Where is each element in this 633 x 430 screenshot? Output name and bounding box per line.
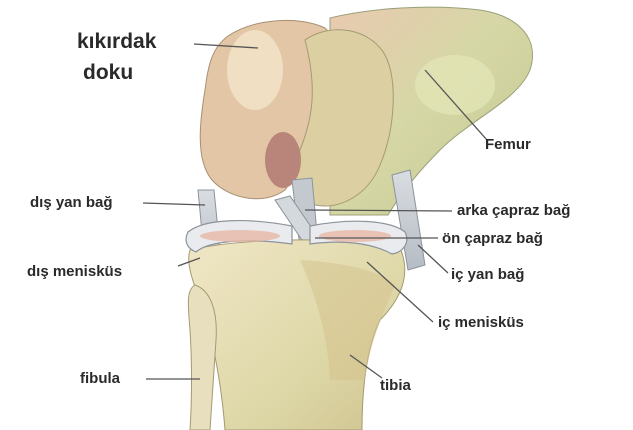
label-anterior-cruciate-ligament: ön çapraz bağ: [442, 230, 543, 248]
label-femur: Femur: [485, 136, 531, 154]
tibial-plateau-medial: [319, 230, 391, 242]
label-cartilage-line2: doku: [83, 60, 133, 85]
tibial-plateau-lateral: [200, 230, 280, 242]
cartilage-surface: [227, 30, 283, 110]
label-medial-collateral-ligament: iç yan bağ: [451, 266, 524, 284]
label-cartilage-line1: kıkırdak: [77, 29, 156, 54]
label-lateral-collateral-ligament: dış yan bağ: [30, 194, 113, 212]
fibula-bone: [188, 285, 216, 430]
label-medial-meniscus: iç menisküs: [438, 314, 524, 332]
label-tibia: tibia: [380, 377, 411, 395]
leader-line-posterior-cruciate: [305, 210, 452, 211]
label-posterior-cruciate-ligament: arka çapraz bağ: [457, 202, 570, 220]
leader-line-lateral-collateral: [143, 203, 205, 205]
label-fibula: fibula: [80, 370, 120, 388]
femur-highlight: [415, 55, 495, 115]
label-lateral-meniscus: dış menisküs: [27, 263, 122, 281]
